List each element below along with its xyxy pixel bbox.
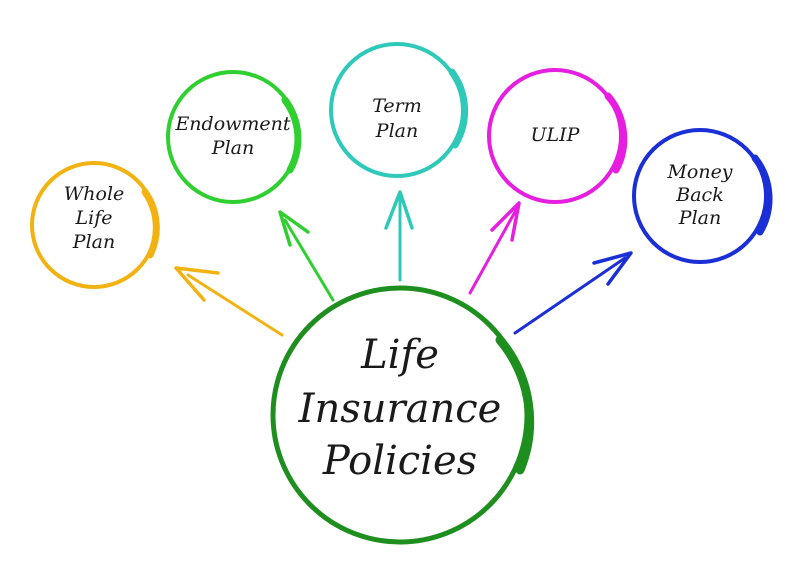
center-label-line-1: Life — [360, 332, 439, 378]
node-money-back-plan: Money Back Plan — [632, 128, 773, 264]
whole-life-plan-line-3: Plan — [72, 231, 115, 253]
arrow-to-endowment-plan — [278, 210, 335, 302]
term-plan-line-2: Plan — [375, 120, 418, 142]
term-plan-line-1: Term — [372, 95, 422, 117]
center-label-line-2: Insurance — [298, 386, 502, 432]
money-back-plan-line-2: Back — [675, 184, 723, 206]
whole-life-plan-line-1: Whole — [64, 183, 125, 205]
node-ulip: ULIP — [487, 68, 628, 204]
center-node-life-insurance-policies: Life Insurance Policies — [270, 285, 535, 545]
arrow-to-whole-life-plan — [174, 266, 284, 337]
ulip-label: ULIP — [531, 124, 581, 146]
whole-life-plan-line-2: Life — [75, 207, 113, 229]
endowment-plan-line-2: Plan — [211, 137, 254, 159]
node-endowment-plan: Endowment Plan — [166, 70, 302, 204]
money-back-plan-line-3: Plan — [678, 207, 721, 229]
money-back-plan-line-1: Money — [666, 161, 732, 183]
node-whole-life-plan: Whole Life Plan — [30, 161, 160, 289]
arrow-to-money-back-plan — [513, 251, 633, 335]
arrow-to-term-plan — [384, 190, 414, 282]
arrow-to-ulip — [468, 201, 521, 295]
node-term-plan: Term Plan — [329, 42, 469, 178]
endowment-plan-line-1: Endowment — [174, 113, 290, 135]
center-label-line-3: Policies — [322, 438, 477, 484]
